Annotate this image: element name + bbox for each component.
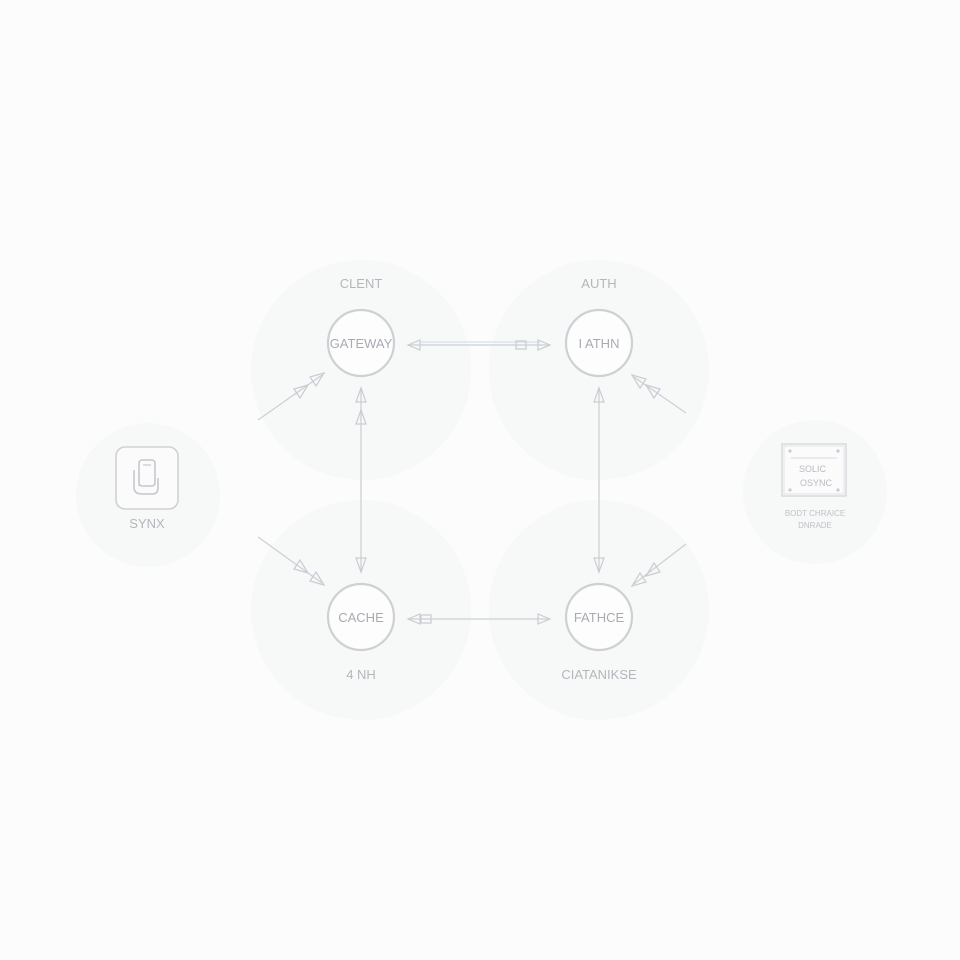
sync-panel-status: OSYNC [800,478,833,488]
edge-gateway-auth [406,339,552,351]
client-device[interactable] [115,446,179,510]
edge-sync-database [630,543,687,588]
cache-node-label: CACHE [338,610,384,625]
gateway-caption: CLENT [340,276,383,291]
edge-client-cache [257,536,326,587]
cache-node[interactable]: CACHE [326,582,396,652]
auth-node-label: I ATHN [579,336,620,351]
phone-in-hand-icon [133,459,159,495]
sync-panel-title: SOLIC [799,464,827,474]
auth-caption: AUTH [581,276,616,291]
client-device-label: SYNX [129,516,165,531]
edge-sync-auth [630,373,687,414]
sync-panel-caption-line2: DNRADE [798,521,832,530]
edge-gateway-cache [355,386,367,574]
database-caption: CIATANIKSE [561,667,637,682]
sync-panel[interactable]: SOLIC OSYNC [781,443,847,497]
cache-caption: 4 NH [346,667,376,682]
edge-cache-database [406,613,552,625]
database-node[interactable]: FATHCE [564,582,634,652]
sync-panel-caption-line1: BODT CHRAICE [785,509,845,518]
auth-node[interactable]: I ATHN [564,308,634,378]
edge-auth-database [593,386,605,574]
gateway-node-label: GATEWAY [330,336,393,351]
edge-client-gateway [257,371,326,421]
gateway-node[interactable]: GATEWAY [326,308,396,378]
database-node-label: FATHCE [574,610,625,625]
